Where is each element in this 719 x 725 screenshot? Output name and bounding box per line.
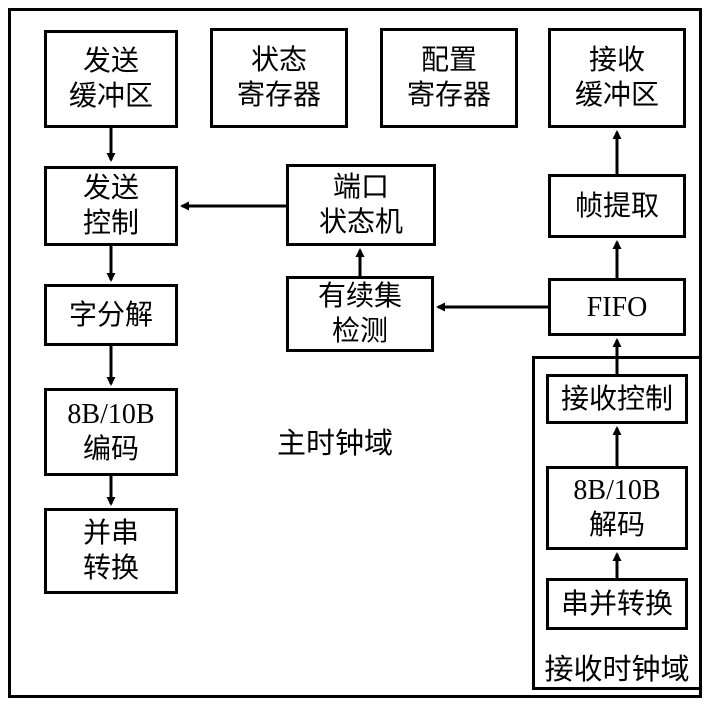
block-send-buffer: 发送 缓冲区 (44, 30, 178, 128)
block-receive-buffer: 接收 缓冲区 (548, 28, 686, 128)
block-ordered-set-detect: 有续集 检测 (286, 276, 434, 352)
block-port-state-machine: 端口 状态机 (286, 164, 436, 246)
block-serial-to-parallel: 串并转换 (546, 578, 688, 630)
block-status-register: 状态 寄存器 (210, 28, 348, 128)
block-receive-control: 接收控制 (546, 374, 688, 424)
block-fifo: FIFO (548, 278, 686, 336)
receive-clock-domain-label: 接收时钟域 (544, 654, 690, 686)
block-8b10b-decoder: 8B/10B 解码 (546, 466, 688, 550)
block-8b10b-encoder: 8B/10B 编码 (44, 388, 178, 476)
block-frame-extract: 帧提取 (548, 174, 686, 238)
block-parallel-to-serial: 并串 转换 (44, 508, 178, 594)
main-clock-domain-border (8, 8, 702, 698)
block-word-decompose: 字分解 (44, 284, 178, 346)
block-config-register: 配置 寄存器 (380, 28, 518, 128)
main-clock-domain-label: 主时钟域 (276, 428, 393, 460)
block-send-control: 发送 控制 (44, 166, 178, 246)
